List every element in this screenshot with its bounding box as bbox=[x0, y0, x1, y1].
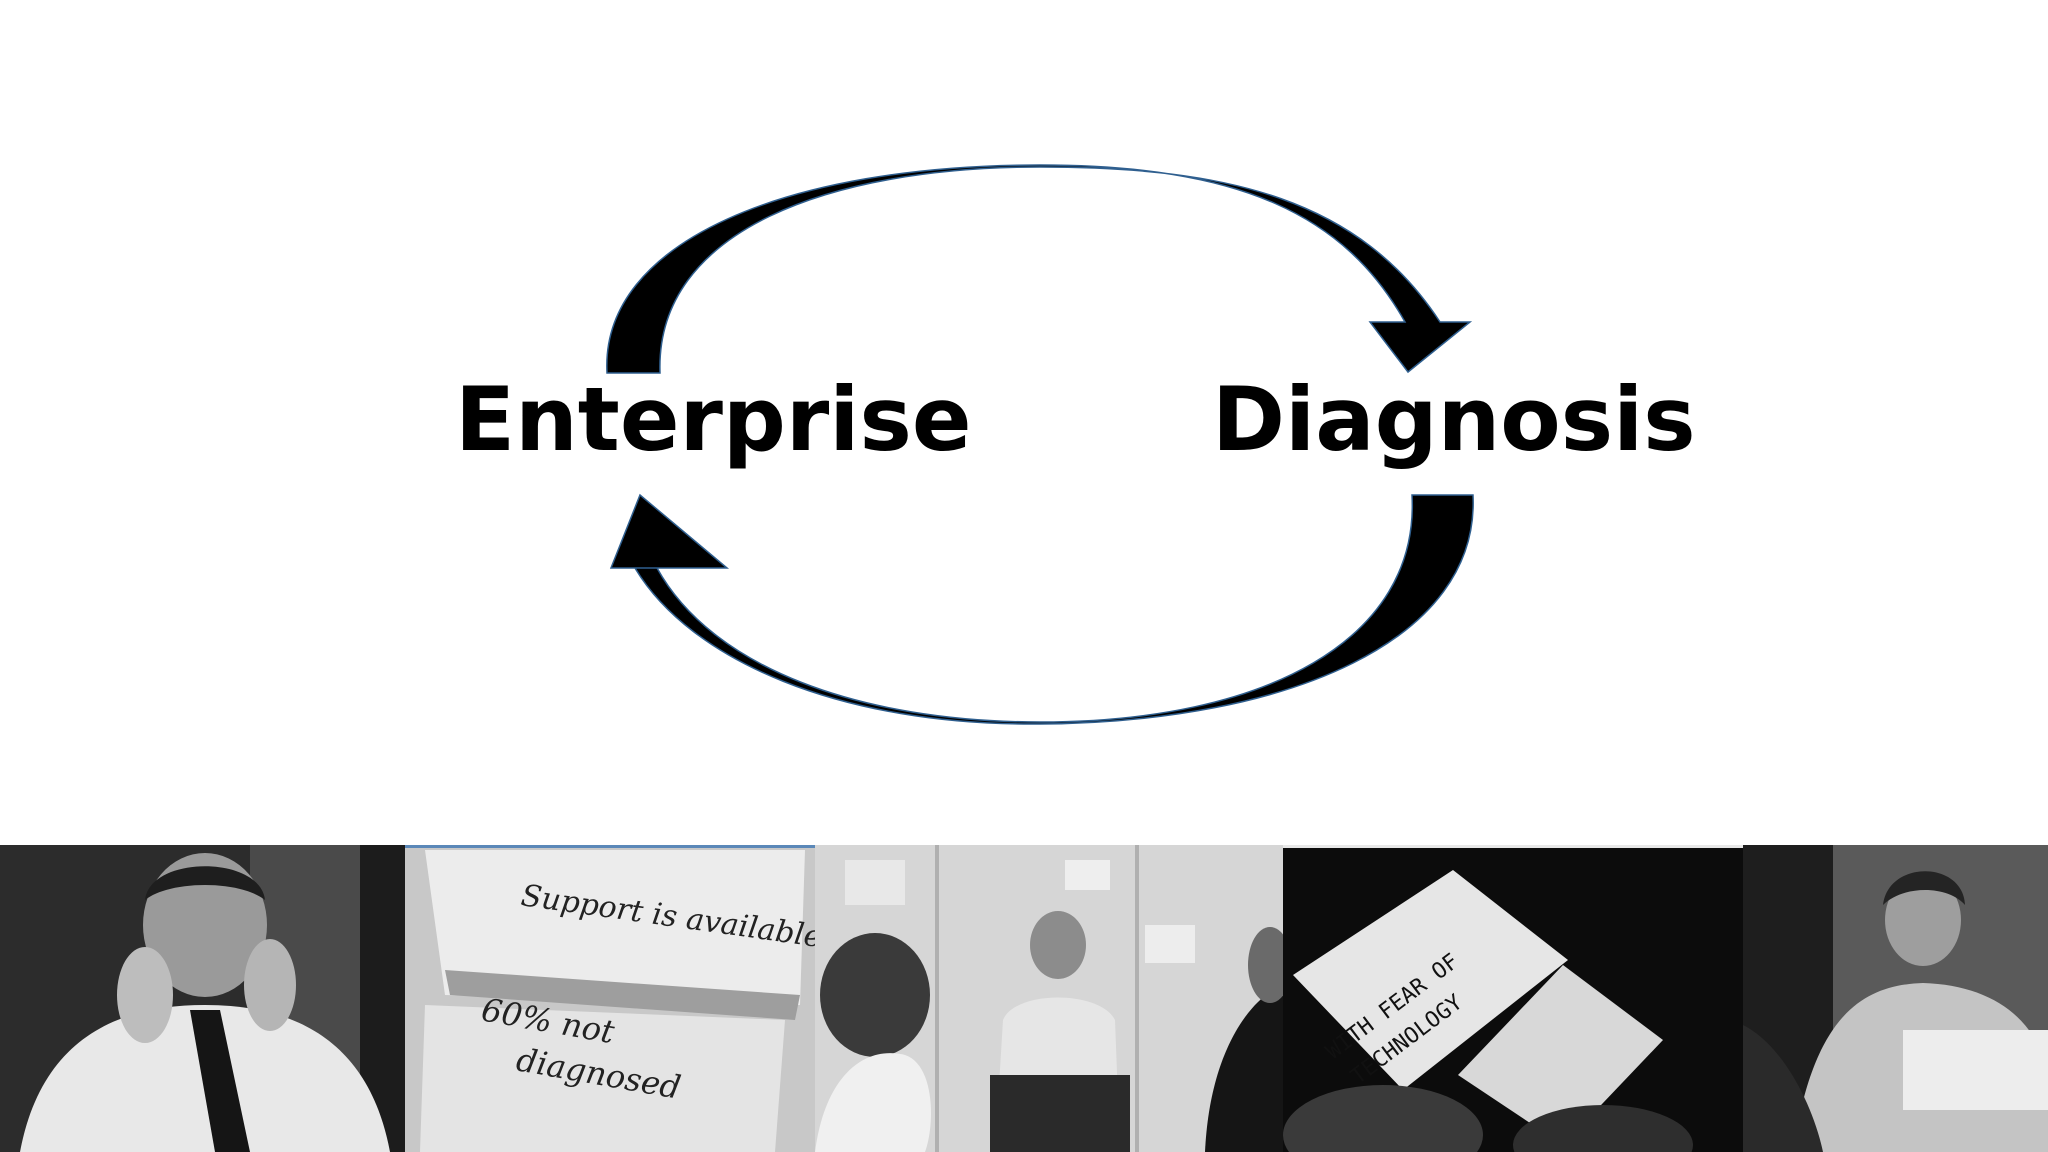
man-gesturing-photo bbox=[0, 845, 405, 1152]
photo-strip: Support is available 60% not diagnosed bbox=[0, 845, 2048, 1152]
sticky-notes-photo: Support is available 60% not diagnosed bbox=[405, 845, 815, 1152]
node-diagnosis: Diagnosis bbox=[1212, 368, 1696, 471]
workshop-man-seated-photo bbox=[815, 845, 1283, 1152]
cycle-arrows bbox=[606, 164, 1474, 725]
woman-smiling-photo bbox=[1743, 845, 2048, 1152]
arrow-diagnosis-to-enterprise bbox=[609, 493, 1474, 725]
node-enterprise: Enterprise bbox=[455, 368, 972, 471]
arrow-enterprise-to-diagnosis bbox=[606, 164, 1473, 374]
handwritten-cards-photo: WITH FEAR OF TECHNOLOGY bbox=[1283, 845, 1743, 1152]
cycle-diagram: Enterprise Diagnosis bbox=[455, 164, 1696, 725]
